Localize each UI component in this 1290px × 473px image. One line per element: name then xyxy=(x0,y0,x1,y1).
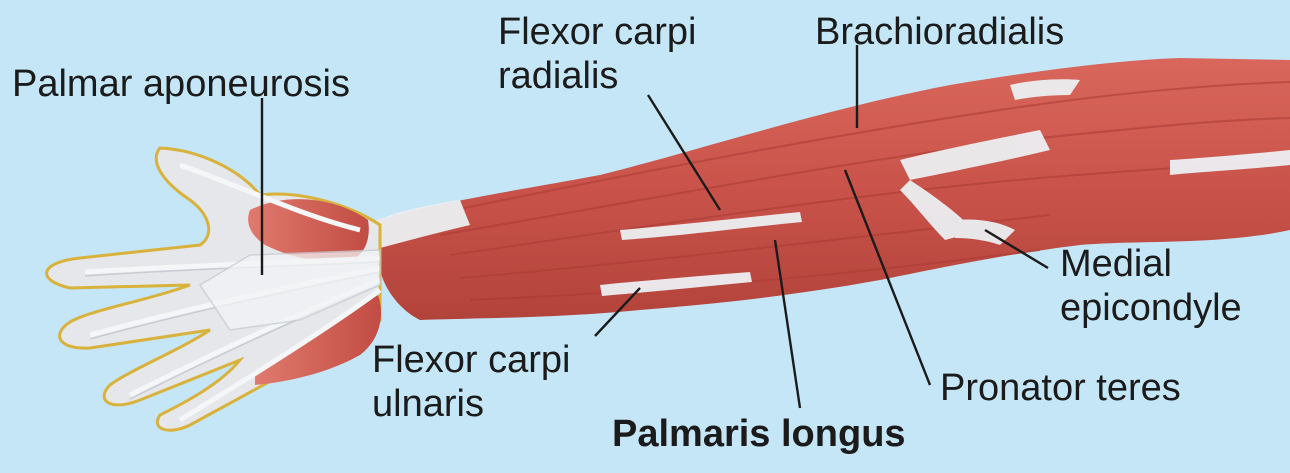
label-palmaris-longus: Palmaris longus xyxy=(612,412,906,456)
medial-epicondyle-line2: epicondyle xyxy=(1060,286,1242,330)
label-medial-epicondyle: Medial epicondyle xyxy=(1060,242,1242,330)
pronator-teres-text: Pronator teres xyxy=(940,366,1181,410)
label-flexor-carpi-ulnaris: Flexor carpi ulnaris xyxy=(372,338,571,426)
label-brachioradialis: Brachioradialis xyxy=(815,10,1064,54)
palmar-aponeurosis-text: Palmar aponeurosis xyxy=(12,62,350,106)
label-pronator-teres: Pronator teres xyxy=(940,366,1181,410)
brachioradialis-text: Brachioradialis xyxy=(815,10,1064,54)
flexor-carpi-ulnaris-line1: Flexor carpi xyxy=(372,338,571,382)
label-flexor-carpi-radialis: Flexor carpi radialis xyxy=(498,10,697,98)
flexor-carpi-radialis-line1: Flexor carpi xyxy=(498,10,697,54)
flexor-carpi-ulnaris-line2: ulnaris xyxy=(372,382,571,426)
medial-epicondyle-line1: Medial xyxy=(1060,242,1242,286)
palmaris-longus-text: Palmaris longus xyxy=(612,412,906,456)
flexor-carpi-radialis-line2: radialis xyxy=(498,54,697,98)
label-palmar-aponeurosis: Palmar aponeurosis xyxy=(12,62,350,106)
